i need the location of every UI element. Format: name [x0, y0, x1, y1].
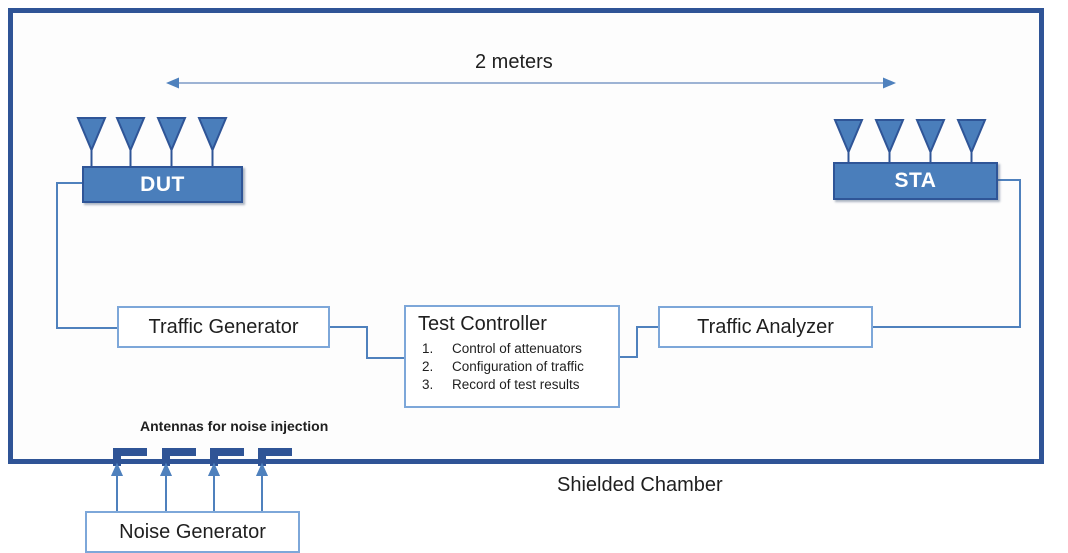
traffic-generator-label: Traffic Generator — [148, 315, 299, 338]
dut-label: DUT — [140, 172, 185, 196]
distance-label: 2 meters — [475, 51, 553, 73]
dut-box: DUT — [82, 166, 243, 203]
test-controller-item: 1. Control of attenuators — [418, 340, 610, 358]
noise-antennas-label: Antennas for noise injection — [140, 418, 329, 434]
traffic-analyzer-box: Traffic Analyzer — [658, 306, 873, 348]
test-controller-box: Test Controller 1. Control of attenuator… — [404, 305, 620, 408]
test-controller-title: Test Controller — [418, 313, 547, 335]
noise-feed-arrow-icons — [110, 462, 269, 512]
traffic-generator-box: Traffic Generator — [117, 306, 330, 348]
item-number: 3. — [422, 377, 434, 392]
sta-box: STA — [833, 162, 998, 200]
traffic-analyzer-label: Traffic Analyzer — [697, 315, 834, 338]
item-text: Record of test results — [452, 377, 580, 392]
sta-label: STA — [894, 169, 937, 192]
test-controller-item: 2. Configuration of traffic — [418, 358, 610, 376]
noise-generator-label: Noise Generator — [119, 520, 266, 543]
noise-generator-box: Noise Generator — [85, 511, 300, 553]
test-controller-item: 3. Record of test results — [418, 376, 610, 394]
item-number: 1. — [422, 341, 434, 356]
item-number: 2. — [422, 359, 434, 374]
item-text: Control of attenuators — [452, 341, 582, 356]
item-text: Configuration of traffic — [452, 359, 584, 374]
shielded-chamber-label: Shielded Chamber — [557, 474, 723, 496]
